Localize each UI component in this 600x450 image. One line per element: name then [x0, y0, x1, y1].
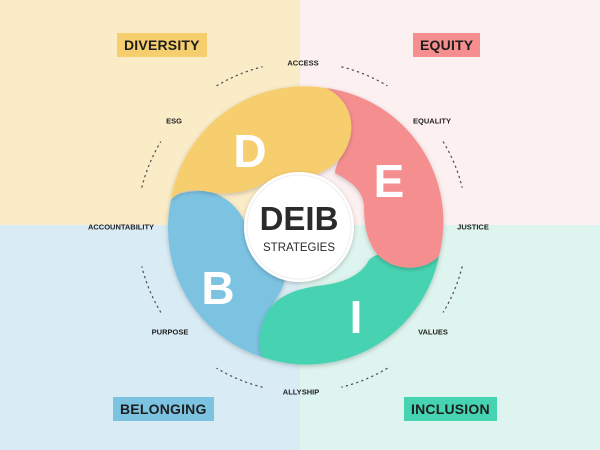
belonging-label: BELONGING — [113, 397, 214, 421]
ring-arc — [442, 266, 463, 313]
keyword-justice: JUSTICE — [457, 222, 489, 232]
petal-letter-i: I — [350, 291, 363, 343]
center-subtitle: STRATEGIES — [263, 242, 335, 254]
dotted-ring — [141, 66, 463, 388]
keyword-accountability: ACCOUNTABILITY — [87, 222, 155, 232]
center-title: DEIB — [260, 200, 339, 237]
ring-arc — [141, 266, 162, 313]
diversity-label: DIVERSITY — [117, 33, 207, 57]
inclusion-label: INCLUSION — [404, 397, 497, 421]
equity-label: EQUITY — [413, 33, 481, 57]
ring-arc — [442, 141, 463, 188]
keyword-purpose: PURPOSE — [151, 327, 189, 337]
ring-arc — [341, 367, 388, 388]
petal-letter-d: D — [233, 125, 266, 177]
ring-arc — [216, 367, 263, 388]
equity-petal — [326, 88, 444, 268]
ring-arc — [216, 66, 263, 87]
keyword-values: VALUES — [418, 327, 448, 337]
keyword-access: ACCESS — [287, 58, 319, 68]
inclusion-petal — [259, 253, 439, 365]
ring-arc — [141, 141, 162, 188]
petal-letter-b: B — [201, 262, 234, 314]
keyword-allyship: ALLYSHIP — [282, 387, 320, 397]
petal-letter-e: E — [374, 155, 405, 207]
keyword-equality: EQUALITY — [413, 116, 451, 126]
keyword-esg: ESG — [166, 116, 182, 126]
center-circle — [244, 172, 354, 282]
diversity-petal — [171, 86, 352, 200]
ring-arc — [341, 66, 388, 87]
belonging-petal — [167, 191, 285, 357]
